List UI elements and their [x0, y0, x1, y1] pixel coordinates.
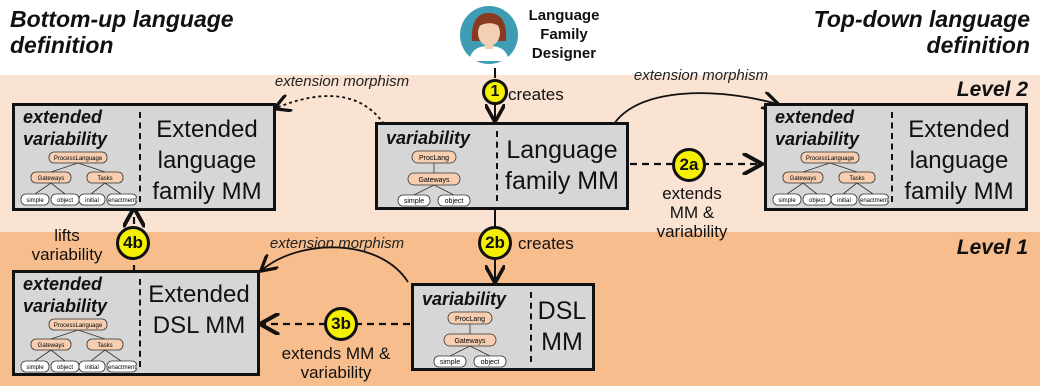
- step-2a-label: extends MM & variability: [656, 184, 728, 241]
- variability-label: extended variability: [23, 107, 108, 149]
- tree-leaf: enactment: [108, 365, 136, 371]
- tree-leaf: initial: [85, 198, 99, 204]
- morphism-right-arrow: [613, 93, 777, 125]
- tree-root: ProcessLanguage: [54, 323, 103, 329]
- tree-root: ProcLang: [455, 316, 485, 323]
- morphism-left-arrow: [276, 96, 385, 125]
- morphism-label-left: extension morphism: [274, 73, 410, 90]
- step-1-label: creates: [508, 85, 564, 104]
- feature-tree: ProcessLanguage Gateways Tasks simple ob…: [20, 151, 137, 206]
- tree-leaf: object: [445, 198, 464, 205]
- dsl-box: variability DSL MM ProcLang Gateways sim…: [411, 283, 595, 371]
- tree-leaf: object: [809, 198, 825, 204]
- mm-label: Extended language family MM: [152, 116, 262, 205]
- tree-child: Tasks: [97, 176, 112, 182]
- top-down-title: Top-down language definition: [813, 6, 1030, 58]
- language-family-box: variability Language family MM ProcLang …: [375, 122, 629, 210]
- tree-leaf: simple: [778, 198, 796, 204]
- tree-child: Gateways: [38, 343, 65, 349]
- extended-dsl-box: extended variability Extended DSL MM Pro…: [12, 270, 260, 376]
- variability-label: extended variability: [23, 274, 108, 316]
- feature-tree: ProcessLanguage Gateways Tasks simple ob…: [20, 318, 137, 373]
- tree-leaf: simple: [440, 359, 460, 366]
- feature-tree: ProcLang Gateways simple object: [397, 150, 471, 207]
- divider: [139, 279, 141, 367]
- divider: [139, 112, 141, 202]
- extended-left-box: extended variability Extended language f…: [12, 103, 276, 211]
- morphism-label-level1: extension morphism: [269, 235, 405, 252]
- level2-label: Level 2: [956, 78, 1028, 101]
- variability-label: extended variability: [775, 107, 860, 149]
- mm-label: Extended language family MM: [904, 116, 1014, 205]
- tree-root: ProcessLanguage: [806, 156, 855, 162]
- morphism-label-right: extension morphism: [633, 67, 769, 84]
- mm-label: Extended DSL MM: [148, 281, 250, 339]
- designer-label: Language Family Designer: [528, 7, 600, 62]
- step-4b-badge: 4b: [116, 226, 150, 260]
- divider: [891, 112, 893, 202]
- tree-leaf: simple: [26, 365, 44, 371]
- mm-label: DSL MM: [537, 297, 587, 356]
- tree-leaf: initial: [837, 198, 851, 204]
- variability-label: variability: [386, 128, 471, 148]
- bottom-up-title: Bottom-up language definition: [10, 6, 234, 58]
- tree-leaf: simple: [26, 198, 44, 204]
- step-2a-badge: 2a: [672, 148, 706, 182]
- extended-right-box: extended variability Extended language f…: [764, 103, 1028, 211]
- tree-leaf: object: [57, 365, 73, 371]
- mm-label: Language family MM: [505, 136, 619, 195]
- tree-child: Gateways: [38, 176, 65, 182]
- divider: [496, 131, 498, 201]
- tree-child: Gateways: [454, 338, 486, 345]
- level1-label: Level 1: [956, 236, 1028, 259]
- tree-leaf: simple: [404, 198, 424, 205]
- tree-root: ProcLang: [419, 155, 449, 162]
- tree-leaf: initial: [85, 365, 99, 371]
- designer-avatar-icon: [459, 5, 519, 65]
- tree-leaf: object: [57, 198, 73, 204]
- tree-child: Tasks: [849, 176, 864, 182]
- tree-leaf: object: [481, 359, 500, 366]
- step-1-badge: 1: [482, 79, 508, 105]
- variability-label: variability: [422, 289, 507, 309]
- tree-child: Tasks: [97, 343, 112, 349]
- step-4b-label: lifts variability: [31, 226, 103, 264]
- step-2b-badge: 2b: [478, 226, 512, 260]
- feature-tree: ProcLang Gateways simple object: [433, 311, 507, 368]
- morphism-level1-arrow: [262, 246, 409, 283]
- step-3b-label: extends MM & variability: [281, 344, 391, 382]
- tree-root: ProcessLanguage: [54, 156, 103, 162]
- step-2b-label: creates: [518, 234, 574, 253]
- tree-child: Gateways: [418, 177, 450, 184]
- step-3b-badge: 3b: [324, 307, 358, 341]
- tree-leaf: enactment: [860, 198, 888, 204]
- divider: [530, 292, 532, 362]
- feature-tree: ProcessLanguage Gateways Tasks simple ob…: [772, 151, 889, 206]
- tree-leaf: enactment: [108, 198, 136, 204]
- tree-child: Gateways: [790, 176, 817, 182]
